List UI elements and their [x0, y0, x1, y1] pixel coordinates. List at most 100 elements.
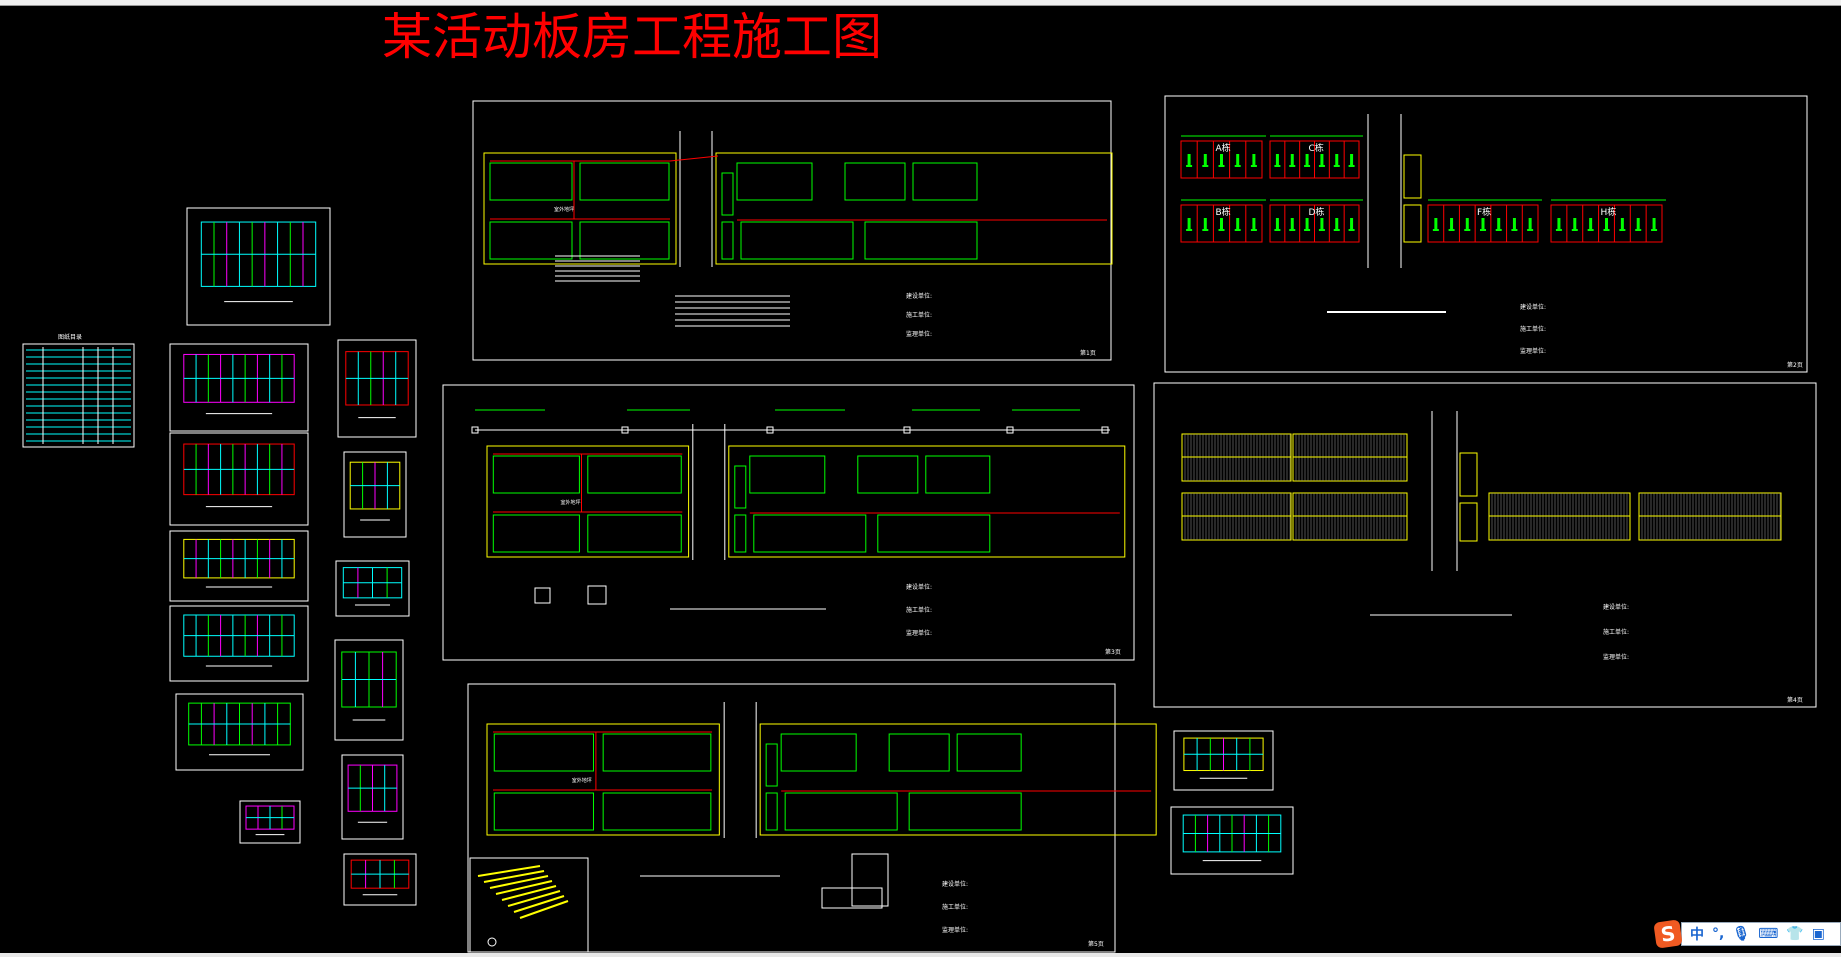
- detail-sheet-thumbnail[interactable]: [341, 754, 404, 840]
- roof-block: [1292, 492, 1408, 541]
- stair: [1459, 502, 1478, 542]
- detail-sheet-thumbnail[interactable]: [169, 605, 309, 682]
- office-block: [721, 172, 734, 216]
- dormitory-block: [492, 514, 580, 553]
- sign-label: 建设单位:: [1520, 303, 1546, 311]
- sheet-frame: [239, 800, 301, 844]
- detail-sheet-thumbnail[interactable]: [175, 693, 304, 771]
- outdoor-label: 室外地坪: [554, 206, 574, 213]
- site-boundary-left: [483, 152, 677, 265]
- dormitory-block: [602, 792, 712, 831]
- sheet-frame: [22, 343, 135, 448]
- site-boundary-right: [715, 152, 1113, 265]
- map-block: [507, 890, 561, 907]
- map-block: [489, 875, 549, 889]
- detail-sheet-thumbnail[interactable]: [335, 560, 410, 617]
- stair: [1459, 452, 1478, 497]
- dormitory-block: [602, 733, 712, 772]
- building-label: B栋: [1216, 206, 1231, 218]
- ime-toolbar[interactable]: S 中 °, 🎙 ⌨ 👕 ▣: [1653, 919, 1841, 949]
- detail-sheet-thumbnail[interactable]: [337, 339, 417, 438]
- legend-table: [851, 853, 889, 907]
- chinese-mode-button[interactable]: 中: [1690, 927, 1704, 943]
- page-number: 第5页: [1088, 940, 1104, 948]
- office-block: [844, 162, 906, 201]
- map-block: [513, 895, 565, 913]
- keyboard-icon[interactable]: ⌨: [1758, 926, 1779, 942]
- sign-label: 施工单位:: [906, 606, 932, 614]
- drawing-title: 某活动板房工程施工图: [382, 8, 882, 66]
- microphone-icon[interactable]: 🎙: [1732, 926, 1751, 942]
- roof-block: [1488, 492, 1631, 541]
- detail-sheet-thumbnail[interactable]: [1170, 806, 1294, 875]
- sign-label: 建设单位:: [942, 880, 968, 888]
- building-block: B栋: [1180, 199, 1266, 243]
- sign-label: 建设单位:: [906, 583, 932, 591]
- power-line: [669, 155, 719, 162]
- office-block: [956, 733, 1022, 772]
- detail-sheet-thumbnails: [22, 207, 1294, 906]
- dormitory-block: [489, 221, 573, 260]
- office-block: [740, 221, 854, 260]
- sign-label: 建设单位:: [1603, 603, 1629, 611]
- skin-icon[interactable]: 👕: [1786, 926, 1804, 942]
- cad-drawing-canvas[interactable]: 某活动板房工程施工图 图纸目录 室外地坪建设单位:施工单位:监理单位:第1页A栋…: [0, 6, 1841, 953]
- office-block: [864, 221, 978, 260]
- detail-sheet-thumbnail[interactable]: [169, 343, 309, 432]
- building-label: D栋: [1309, 206, 1325, 218]
- outdoor-label: 室外地坪: [572, 777, 592, 784]
- detail-sheet-thumbnail[interactable]: [239, 800, 301, 844]
- dormitory-block: [493, 792, 594, 831]
- detail-sheet-thumbnail[interactable]: [169, 530, 309, 602]
- sheet-frame: [1153, 382, 1817, 708]
- building-label: A栋: [1216, 142, 1231, 154]
- detail-sheet-thumbnail[interactable]: [186, 207, 331, 326]
- sign-label: 监理单位:: [942, 926, 968, 934]
- office-block: [877, 514, 991, 553]
- building-label: F栋: [1477, 206, 1491, 218]
- sheet-4-roof-plan[interactable]: 建设单位:施工单位:监理单位:第4页: [1153, 382, 1817, 708]
- sign-label: 监理单位:: [1520, 347, 1546, 355]
- punctuation-button[interactable]: °,: [1712, 926, 1725, 942]
- building-label: H栋: [1601, 206, 1617, 218]
- outdoor-label: 室外地坪: [561, 499, 581, 506]
- sogou-logo-icon[interactable]: S: [1653, 919, 1683, 949]
- dormitory-block: [489, 162, 573, 201]
- detail-sheet-thumbnail[interactable]: [343, 451, 407, 538]
- building-outline: [1180, 140, 1263, 179]
- dormitory-block: [579, 162, 670, 201]
- status-strip: [0, 953, 1841, 957]
- page-number: 第4页: [1787, 696, 1803, 704]
- detail-sheet-thumbnail[interactable]: [22, 343, 135, 448]
- manhole: [621, 426, 629, 434]
- sheet-frame: [186, 207, 331, 326]
- manhole: [1006, 426, 1014, 434]
- detail-sheet-thumbnail[interactable]: [343, 853, 417, 906]
- sign-label: 施工单位:: [942, 903, 968, 911]
- sign-label: 监理单位:: [906, 330, 932, 338]
- building-block: D栋: [1269, 199, 1363, 243]
- detail-sheet-thumbnail[interactable]: [1173, 730, 1274, 791]
- site-boundary-right: [728, 445, 1126, 558]
- detail-sheet-thumbnail[interactable]: [169, 432, 309, 526]
- dormitory-block: [587, 455, 682, 494]
- site-boundary-left: [486, 723, 720, 836]
- building-block: A栋: [1180, 135, 1266, 179]
- detail-sheet-thumbnail[interactable]: [334, 639, 404, 741]
- page-number: 第1页: [1080, 349, 1096, 357]
- page-number: 第3页: [1105, 648, 1121, 656]
- sheet-frame: [169, 432, 309, 526]
- manhole: [766, 426, 774, 434]
- office-block: [784, 792, 898, 831]
- sign-label: 建设单位:: [906, 292, 932, 300]
- sheet-frame: [169, 343, 309, 432]
- toolbox-icon[interactable]: ▣: [1811, 926, 1825, 942]
- building-label: C栋: [1309, 142, 1324, 154]
- sheet-frame: [341, 754, 404, 840]
- building-block: F栋: [1427, 199, 1542, 243]
- office-block: [734, 514, 747, 553]
